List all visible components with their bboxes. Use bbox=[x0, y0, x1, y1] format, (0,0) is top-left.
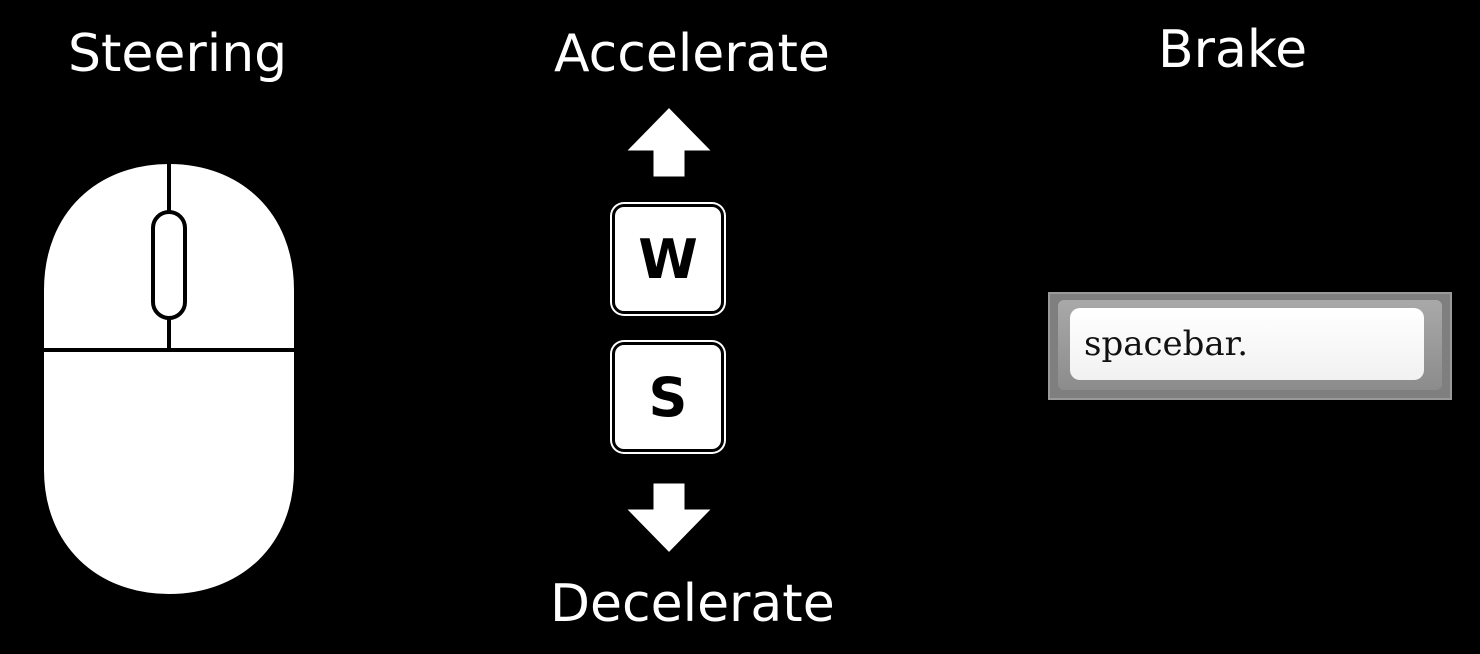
arrow-down-icon bbox=[620, 480, 718, 557]
brake-label: Brake bbox=[1158, 20, 1308, 80]
decelerate-label: Decelerate bbox=[550, 574, 835, 634]
mouse-icon bbox=[40, 159, 298, 599]
steering-label: Steering bbox=[68, 24, 288, 84]
arrow-up-icon bbox=[620, 103, 718, 180]
w-key: W bbox=[612, 204, 724, 314]
spacebar-key: spacebar. bbox=[1048, 292, 1452, 400]
s-key: S bbox=[612, 342, 724, 452]
spacebar-label: spacebar. bbox=[1070, 308, 1424, 380]
accelerate-label: Accelerate bbox=[554, 24, 830, 84]
